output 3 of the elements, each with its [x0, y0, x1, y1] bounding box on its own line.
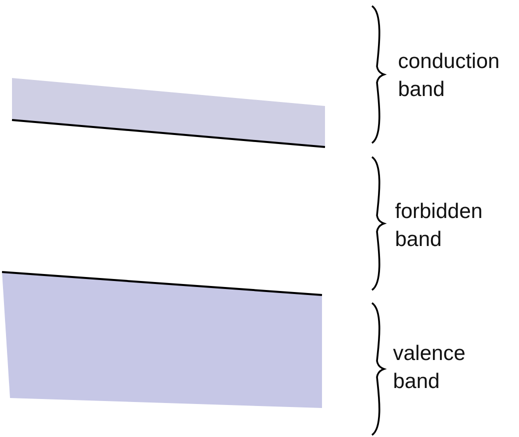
band-label: valence band: [393, 341, 466, 395]
band-label: conduction band: [398, 49, 501, 103]
band-label: forbidden band: [395, 199, 484, 253]
